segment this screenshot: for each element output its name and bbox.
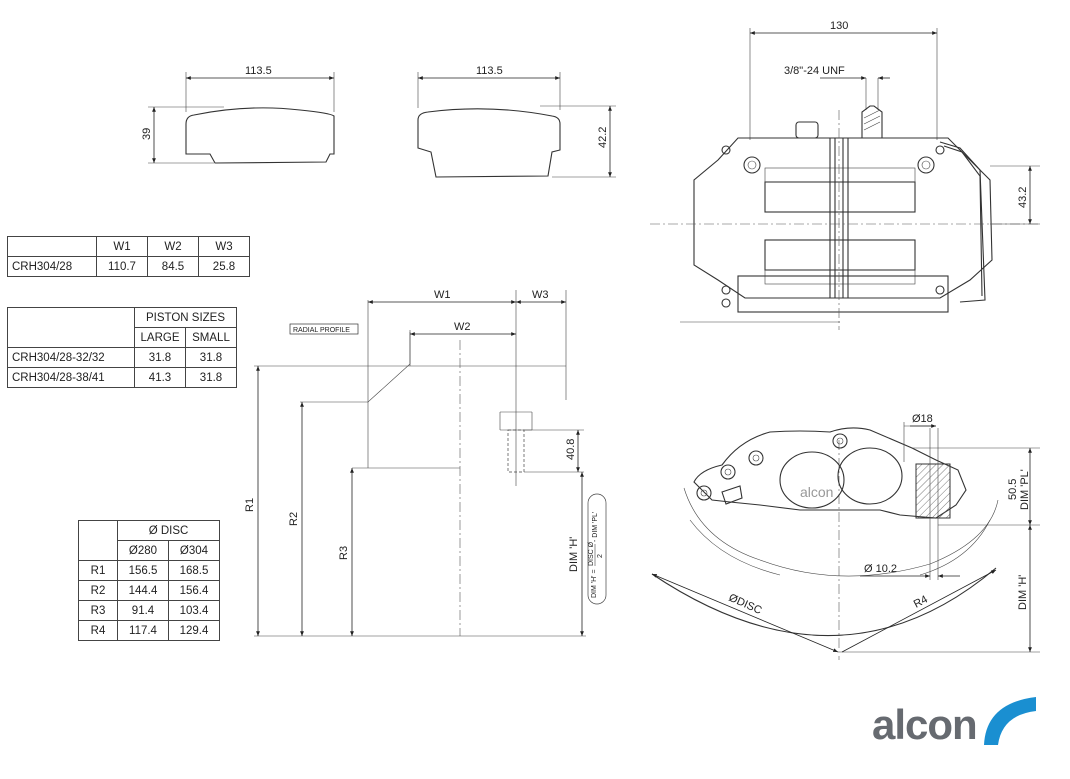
dim-pl-value: 50.5 [1007,479,1019,500]
table-cell: CRH304/28 [7,256,97,277]
table-header-cell: W1 [96,236,148,257]
table-cell: 168.5 [168,560,220,581]
table-cell: 117.4 [117,620,169,641]
table-cell: CRH304/28-38/41 [7,367,135,388]
w2-label: W2 [454,321,471,333]
table-row: R2 144.4 156.4 [78,580,220,601]
table-row: R1 156.5 168.5 [78,560,220,581]
table-cell: 156.5 [117,560,169,581]
radial-profile-label: RADIAL PROFILE [293,327,350,334]
disc-radius-table: Ø DISC Ø280 Ø304 R1 156.5 168.5 R2 144.4… [78,520,220,641]
table-cell: 31.8 [185,367,237,388]
table-row: CRH304/28-32/32 31.8 31.8 [7,347,237,368]
table-header-cell [7,236,97,257]
r4-label: R4 [912,593,930,610]
piston-size-table: PISTON SIZES LARGE SMALL CRH304/28-32/32… [7,307,237,388]
table-row: CRH304/28 110.7 84.5 25.8 [7,256,250,277]
table-row: R4 117.4 129.4 [78,620,220,641]
table-cell: R2 [78,580,118,601]
table-cell: R1 [78,560,118,581]
table-header-cell: Ø280 [117,540,169,561]
formula-right: - DIM 'PL' [592,512,599,542]
small-port-diameter: Ø 10.2 [864,563,897,575]
formula-left: DIM 'H' = [591,569,598,598]
dim-h-label: DIM 'H' [568,537,580,572]
table-header-cell: W2 [147,236,199,257]
table-header-cell: Ø304 [168,540,220,561]
table-cell: 31.8 [134,347,186,368]
caliper-top-view: 130 3/8"-24 UNF [650,20,1040,330]
w1-label: W1 [434,289,451,301]
table-group-header: PISTON SIZES [134,307,237,328]
left-pad-width: 113.5 [245,65,272,77]
table-cell: 156.4 [168,580,220,601]
table-header-cell: LARGE [134,327,186,348]
logo-arc-icon [984,697,1036,745]
caliper-width: 130 [830,20,848,32]
table-cell: R4 [78,620,118,641]
table-row: CRH304/28-38/41 41.3 31.8 [7,367,237,388]
table-row: R3 91.4 103.4 [78,600,220,621]
w3-label: W3 [532,289,549,301]
logo-text: alcon [872,701,978,748]
table-cell: 129.4 [168,620,220,641]
port-diameter: Ø18 [912,413,933,425]
table-cell: 144.4 [117,580,169,601]
r1-label: R1 [244,498,256,512]
alcon-logo: alcon [872,693,1042,753]
dim-pl-label: DIM 'PL' [1019,469,1031,510]
table-cell: 103.4 [168,600,220,621]
r3-label: R3 [338,546,350,560]
table-cell: R3 [78,600,118,621]
table-cell: 41.3 [134,367,186,388]
caliper-logo-text: alcon [800,484,833,500]
caliper-offset-height: 43.2 [1017,187,1029,208]
left-pad-view: 113.5 39 [141,65,335,164]
dimension-table: W1 W2 W3 CRH304/28 110.7 84.5 25.8 [7,236,250,277]
table-cell: CRH304/28-32/32 [7,347,135,368]
table-cell: 31.8 [185,347,237,368]
radial-profile: RADIAL PROFILE W1 W3 W2 R1 R2 R3 [244,289,607,637]
table-header-cell: SMALL [185,327,237,348]
left-pad-height: 39 [141,128,153,140]
right-pad-view: 113.5 42.2 [417,65,616,178]
table-cell: 110.7 [96,256,148,277]
right-pad-height: 42.2 [597,127,609,148]
thread-spec: 3/8"-24 UNF [784,65,845,77]
right-pad-width: 113.5 [476,65,503,77]
piston-height-value: 40.8 [565,439,577,460]
table-cell: 25.8 [198,256,250,277]
table-header-cell: W3 [198,236,250,257]
formula-denominator: 2 [597,554,604,558]
dim-h-label-side: DIM 'H' [1017,575,1029,610]
r2-label: R2 [288,512,300,526]
table-cell: 91.4 [117,600,169,621]
table-group-header: Ø DISC [117,520,220,541]
table-cell: 84.5 [147,256,199,277]
caliper-side-view: alcon Ø18 Ø 10.2 50.5 DIM 'PL' DIM 'H' Ø… [651,413,1040,660]
formula-numerator: DISC Ø [588,541,595,566]
